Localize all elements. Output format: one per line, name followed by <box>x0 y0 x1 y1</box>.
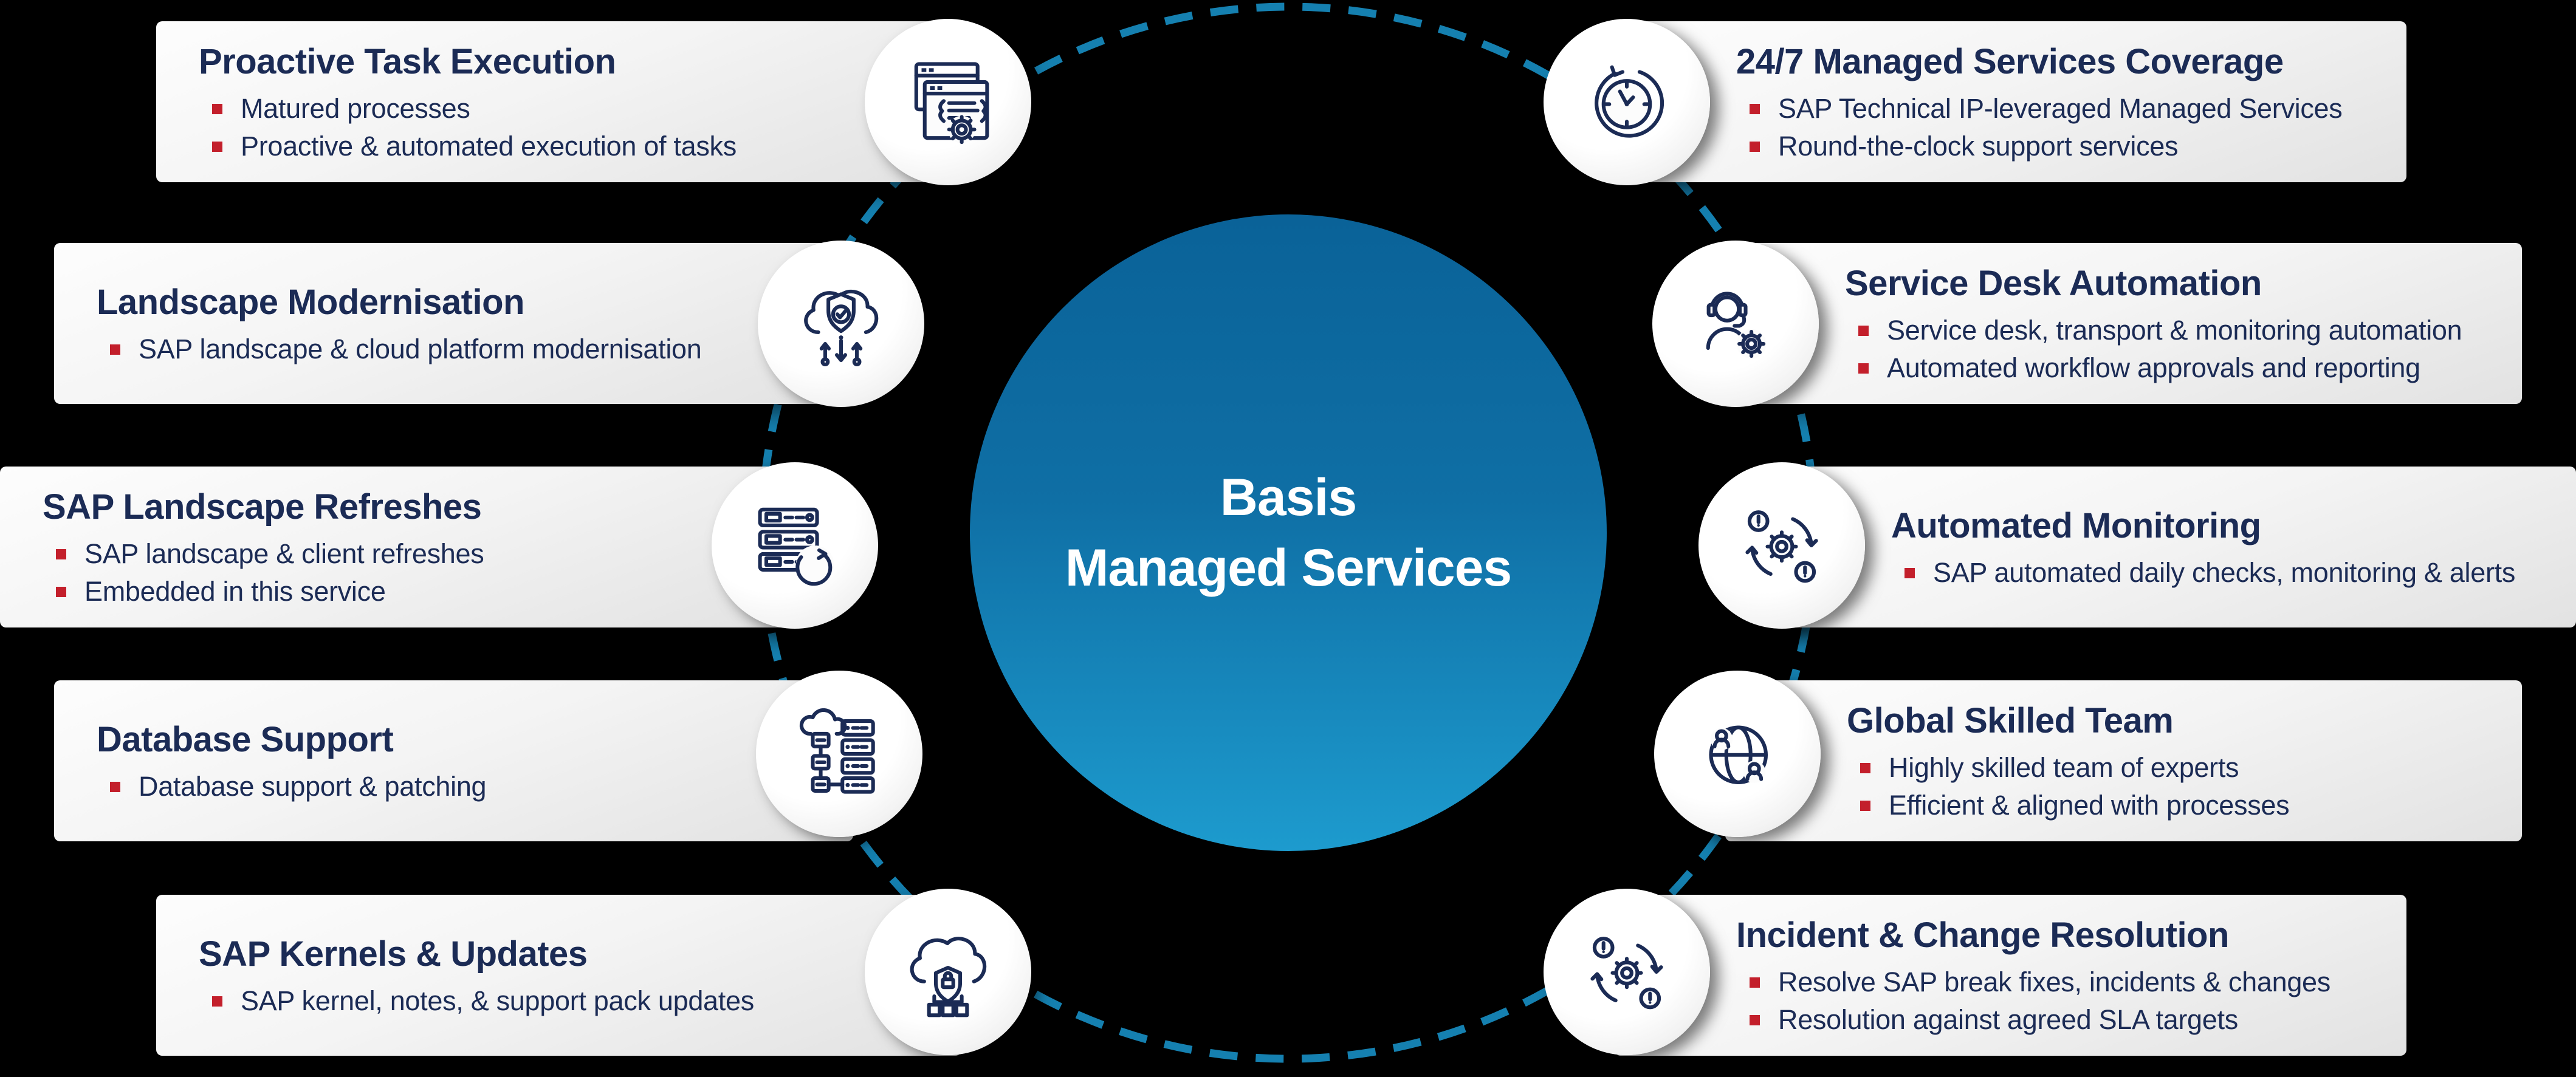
bullet-item: Service desk, transport & monitoring aut… <box>1858 315 2504 346</box>
service-card: Global Skilled Team Highly skilled team … <box>1725 680 2522 841</box>
bullet-marker <box>1750 141 1760 152</box>
bullet-marker <box>1860 762 1870 773</box>
service-card: 24/7 Managed Services Coverage SAP Techn… <box>1615 21 2406 182</box>
service-card: Automated Monitoring SAP automated daily… <box>1770 467 2576 627</box>
bullet-marker <box>1750 103 1760 114</box>
bullet-text: SAP landscape & cloud platform modernisa… <box>139 333 702 364</box>
bullet-marker <box>56 549 66 559</box>
service-card: Service Desk Automation Service desk, tr… <box>1723 243 2522 404</box>
bullet-item: SAP landscape & cloud platform modernisa… <box>110 333 702 365</box>
bullet-text: SAP automated daily checks, monitoring &… <box>1933 557 2516 588</box>
bullet-text: SAP landscape & client refreshes <box>84 538 484 569</box>
service-card: Database Support Database support & patc… <box>54 680 853 841</box>
bullet-text: Matured processes <box>241 93 470 124</box>
bullet-marker <box>1750 1014 1760 1025</box>
card-bullets: Service desk, transport & monitoring aut… <box>1845 315 2504 384</box>
card-title: SAP Landscape Refreshes <box>43 487 482 527</box>
bullet-text: SAP kernel, notes, & support pack update… <box>241 985 754 1016</box>
bullet-item: Automated workflow approvals and reporti… <box>1858 352 2504 384</box>
service-card: SAP Kernels & Updates SAP kernel, notes,… <box>156 895 961 1056</box>
globe-team-icon <box>1654 671 1821 837</box>
card-bullets: SAP Technical IP-leveraged Managed Servi… <box>1736 93 2388 162</box>
bullet-item: SAP kernel, notes, & support pack update… <box>212 985 773 1017</box>
browser-gear-icon <box>865 19 1031 185</box>
center-title-line1: Basis <box>1220 468 1357 527</box>
server-refresh-icon <box>712 462 878 629</box>
bullet-text: Resolve SAP break fixes, incidents & cha… <box>1778 966 2330 997</box>
gear-sync-alert-icon <box>1698 462 1865 629</box>
clock-icon <box>1544 19 1710 185</box>
bullet-item: SAP automated daily checks, monitoring &… <box>1905 557 2558 589</box>
gear-sync-alert-icon <box>1544 889 1710 1055</box>
bullet-marker <box>1750 977 1760 988</box>
card-title: Proactive Task Execution <box>199 42 616 81</box>
bullet-text: Resolution against agreed SLA targets <box>1778 1004 2238 1035</box>
center-title-line2: Managed Services <box>1065 539 1512 597</box>
database-servers-icon <box>756 671 922 837</box>
bullet-item: Matured processes <box>212 93 773 125</box>
service-card: SAP Landscape Refreshes SAP landscape & … <box>0 467 808 627</box>
support-agent-icon <box>1652 241 1819 407</box>
bullet-text: SAP Technical IP-leveraged Managed Servi… <box>1778 93 2343 124</box>
bullet-text: Automated workflow approvals and reporti… <box>1887 352 2420 383</box>
card-title: SAP Kernels & Updates <box>199 934 588 974</box>
bullet-item: Efficient & aligned with processes <box>1860 790 2504 821</box>
bullet-item: Database support & patching <box>110 771 665 802</box>
card-bullets: SAP kernel, notes, & support pack update… <box>199 985 773 1017</box>
card-title: Global Skilled Team <box>1847 701 2174 740</box>
card-title: Database Support <box>97 720 394 759</box>
service-card: Proactive Task Execution Matured process… <box>156 21 961 182</box>
bullet-item: Embedded in this service <box>56 576 620 607</box>
bullet-text: Efficient & aligned with processes <box>1889 790 2290 821</box>
cloud-security-icon <box>865 889 1031 1055</box>
bullet-marker <box>110 781 120 792</box>
bullet-item: Resolution against agreed SLA targets <box>1750 1004 2388 1036</box>
card-title: Service Desk Automation <box>1845 264 2262 303</box>
bullet-item: Proactive & automated execution of tasks <box>212 131 773 162</box>
bullet-text: Database support & patching <box>139 771 487 802</box>
bullet-marker <box>1860 800 1870 811</box>
bullet-text: Highly skilled team of experts <box>1889 752 2239 783</box>
cloud-shield-icon <box>758 241 924 407</box>
bullet-marker <box>56 586 66 597</box>
card-title: Landscape Modernisation <box>97 282 524 322</box>
bullet-text: Proactive & automated execution of tasks <box>241 131 737 162</box>
bullet-marker <box>212 996 222 1007</box>
card-title: Incident & Change Resolution <box>1736 915 2229 955</box>
card-title: 24/7 Managed Services Coverage <box>1736 42 2284 81</box>
card-bullets: SAP landscape & cloud platform modernisa… <box>97 333 702 365</box>
bullet-marker <box>212 141 222 152</box>
bullet-marker <box>110 344 120 355</box>
bullet-marker <box>212 103 222 114</box>
card-title: Automated Monitoring <box>1891 506 2261 545</box>
service-card: Landscape Modernisation SAP landscape & … <box>54 243 853 404</box>
bullet-text: Embedded in this service <box>84 576 386 607</box>
bullet-marker <box>1858 325 1869 336</box>
bullet-marker <box>1905 567 1915 578</box>
bullet-item: Round-the-clock support services <box>1750 131 2388 162</box>
bullet-item: Highly skilled team of experts <box>1860 752 2504 784</box>
bullet-item: SAP Technical IP-leveraged Managed Servi… <box>1750 93 2388 125</box>
bullet-text: Round-the-clock support services <box>1778 131 2179 162</box>
bullet-marker <box>1858 363 1869 374</box>
bullet-item: SAP landscape & client refreshes <box>56 538 620 570</box>
card-bullets: Database support & patching <box>97 771 665 802</box>
center-hub-circle: Basis Managed Services <box>970 214 1607 851</box>
bullet-text: Service desk, transport & monitoring aut… <box>1887 315 2462 346</box>
bullet-item: Resolve SAP break fixes, incidents & cha… <box>1750 966 2388 998</box>
service-card: Incident & Change Resolution Resolve SAP… <box>1615 895 2406 1056</box>
card-bullets: Resolve SAP break fixes, incidents & cha… <box>1736 966 2388 1036</box>
card-bullets: SAP automated daily checks, monitoring &… <box>1891 557 2558 589</box>
